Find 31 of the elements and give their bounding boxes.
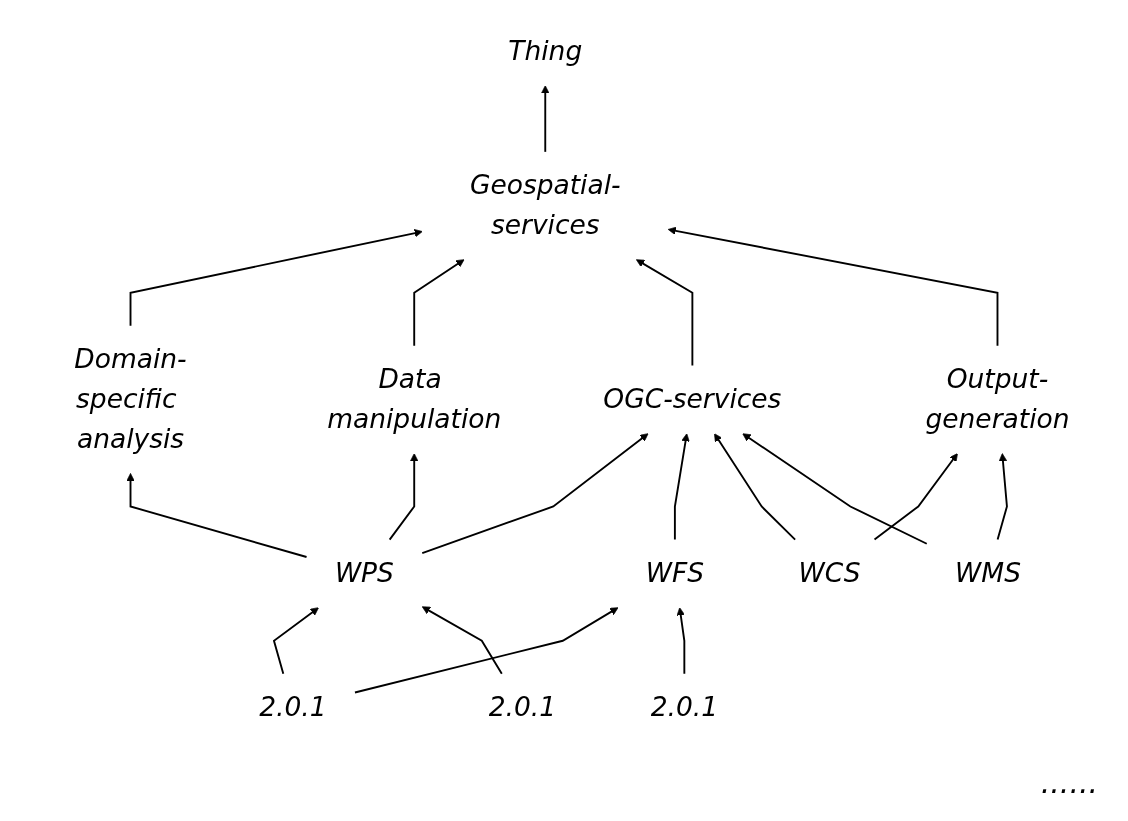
node-text: WMS (955, 557, 1021, 589)
arrow (421, 433, 649, 555)
arrow (541, 85, 550, 154)
arrow (126, 473, 308, 559)
node-text: OGC-services (603, 383, 782, 415)
arrow (636, 259, 694, 367)
node-text: Thing (508, 35, 583, 67)
node-text: 2.0.1 (488, 692, 557, 724)
node-text: Data manipulation (327, 363, 502, 435)
arrow (129, 229, 423, 328)
arrow (388, 453, 419, 541)
node-text: WPS (334, 557, 394, 589)
arrow (667, 227, 999, 347)
arrow (354, 607, 619, 694)
arrow (413, 259, 465, 347)
arrow (421, 606, 503, 676)
node-text: 2.0.1 (650, 692, 719, 724)
arrow (873, 453, 958, 541)
node-text: WFS (645, 557, 704, 589)
node-text: Domain-specific analysis (74, 344, 187, 455)
arrow (673, 433, 690, 541)
arrow (676, 607, 686, 676)
ellipsis-text: ...... (1040, 765, 1098, 800)
arrow (996, 453, 1008, 541)
arrow (714, 433, 797, 541)
node-text: Geospatial-services (469, 170, 621, 241)
arrow (742, 433, 928, 545)
arrow (272, 607, 319, 676)
node-text: WCS (798, 557, 861, 589)
node-text: 2.0.1 (259, 692, 327, 724)
node-text: Output-generation (925, 363, 1070, 435)
